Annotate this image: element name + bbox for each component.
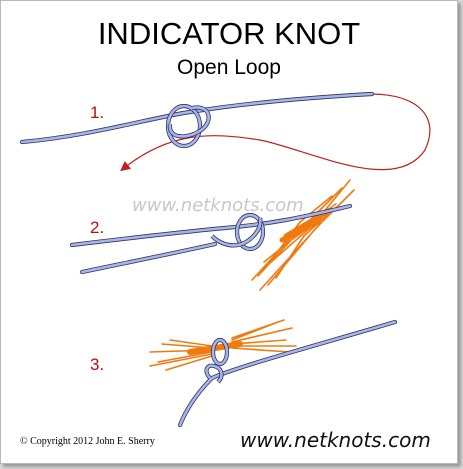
step-2-illustration xyxy=(69,179,355,291)
illustration-frame xyxy=(0,0,458,464)
step-2-yarn xyxy=(251,179,355,291)
step-1-number: 1. xyxy=(90,103,105,122)
copyright-notice: © Copyright 2012 John E. Sherry xyxy=(20,436,155,447)
diagram-title: INDICATOR KNOT xyxy=(97,16,361,51)
step-1-knot xyxy=(165,103,211,149)
step-1-illustration xyxy=(19,91,431,172)
step-2-line xyxy=(69,203,353,275)
step-3-knot xyxy=(204,337,230,384)
step-3-number: 3. xyxy=(90,355,105,374)
step-3-line xyxy=(177,319,398,428)
step-1-line xyxy=(19,91,375,145)
step-2-knot xyxy=(210,212,266,252)
diagram-subtitle: Open Loop xyxy=(177,56,281,79)
step-1-arrow xyxy=(120,93,431,172)
watermark-text: www.netknots.com xyxy=(132,195,304,216)
step-3-illustration xyxy=(149,319,398,428)
step-2-number: 2. xyxy=(90,218,105,237)
website-url: www.netknots.com xyxy=(240,428,431,452)
